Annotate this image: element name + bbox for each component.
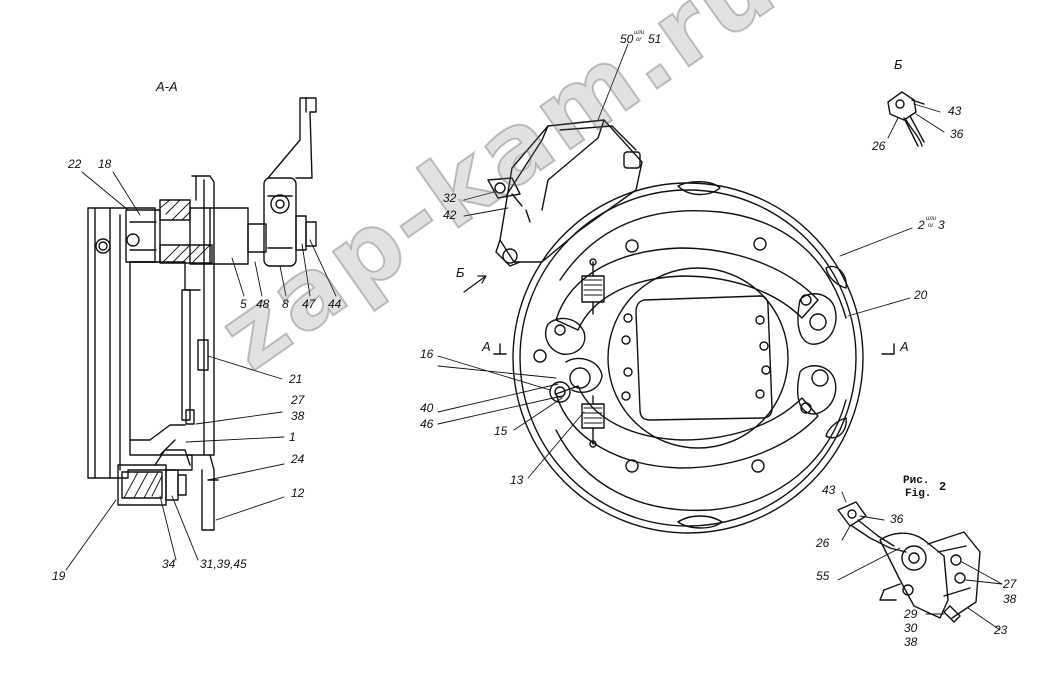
callout-36-fig2: 36: [890, 512, 904, 526]
callout-12: 12: [291, 486, 305, 500]
section-marker-right: A: [900, 339, 909, 354]
callout-26-view-b: 26: [872, 139, 886, 153]
callout-19: 19: [52, 569, 66, 583]
section-a-a-title: A-A: [156, 79, 178, 94]
callout-2-small-en: or: [928, 223, 934, 229]
callout-22: 22: [68, 157, 82, 171]
arrow-b-label: Б: [456, 265, 465, 280]
callout-8: 8: [282, 297, 289, 311]
callout-48: 48: [256, 297, 270, 311]
callout-20: 20: [914, 288, 928, 302]
callout-50: 50: [620, 32, 634, 46]
callout-18: 18: [98, 157, 112, 171]
fig2-detail: [837, 491, 1003, 631]
callout-32: 32: [443, 191, 457, 205]
callout-50-small-ru: или: [634, 30, 645, 36]
callout-36-view-b: 36: [950, 127, 964, 141]
callout-46: 46: [420, 417, 434, 431]
callout-21: 21: [289, 372, 303, 386]
callout-29: 29: [904, 607, 918, 621]
callout-15: 15: [494, 424, 508, 438]
brake-shield-face-view: [437, 43, 913, 534]
view-b-title: Б: [894, 57, 903, 72]
callout-13: 13: [510, 473, 524, 487]
callout-43-fig2: 43: [822, 483, 836, 497]
view-b-detail: [887, 91, 945, 147]
callout-2: 2: [918, 218, 925, 232]
fig-number: 2: [939, 480, 947, 494]
callout-27: 27: [291, 393, 305, 407]
callout-47: 47: [302, 297, 316, 311]
callout-2-small-ru: или: [926, 216, 937, 222]
callout-23: 23: [994, 623, 1008, 637]
section-a-a-view: [65, 97, 337, 571]
callout-38: 38: [291, 409, 305, 423]
callout-16: 16: [420, 347, 434, 361]
fig-caption-en: Fig.: [905, 488, 932, 500]
callout-38-fig2-b: 38: [904, 635, 918, 649]
callout-31-39-45: 31,39,45: [200, 557, 247, 571]
callout-26-fig2: 26: [816, 536, 830, 550]
callout-27-fig2: 27: [1003, 577, 1017, 591]
fig-caption-ru: Рис.: [903, 475, 930, 487]
section-marker-left: A: [482, 339, 491, 354]
callout-3: 3: [938, 218, 945, 232]
callout-50-small-en: or: [636, 37, 642, 43]
callout-40: 40: [420, 401, 434, 415]
callout-34: 34: [162, 557, 176, 571]
callout-5: 5: [240, 297, 247, 311]
callout-43-view-b: 43: [948, 104, 962, 118]
callout-51: 51: [648, 32, 662, 46]
callout-1: 1: [289, 430, 296, 444]
callout-38-fig2: 38: [1003, 592, 1017, 606]
callout-24: 24: [291, 452, 305, 466]
callout-55: 55: [816, 569, 830, 583]
callout-42: 42: [443, 208, 457, 222]
callout-30: 30: [904, 621, 918, 635]
callout-44: 44: [328, 297, 342, 311]
